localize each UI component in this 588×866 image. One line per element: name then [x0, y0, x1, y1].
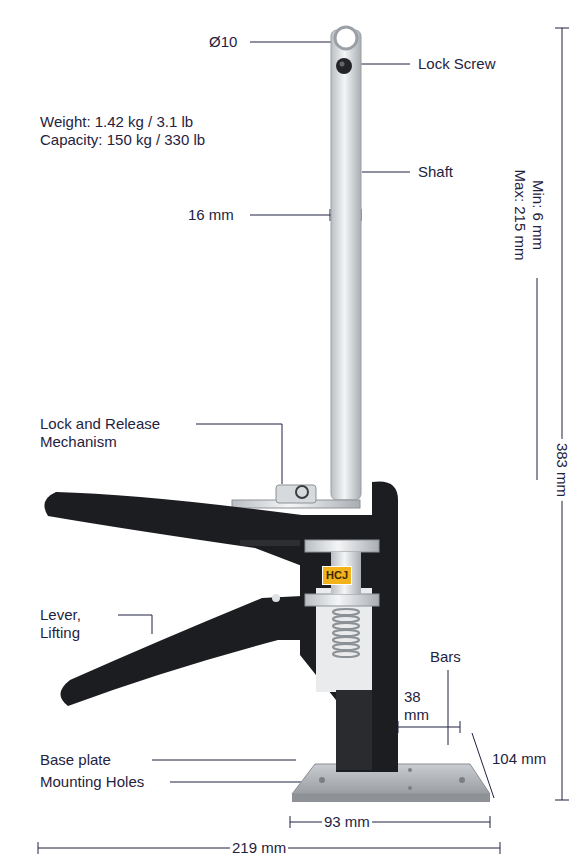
part-label: Lock Screw: [418, 55, 496, 73]
part-label: Mounting Holes: [40, 773, 144, 791]
dimension-label: 104 mm: [490, 750, 548, 768]
part-label: Bars: [430, 648, 461, 666]
part-label: Lock and Release Mechanism: [40, 415, 190, 451]
dimension-label: 38 mm: [404, 688, 444, 724]
dimension-label: 219 mm: [230, 839, 288, 857]
part-label: Lever, Lifting: [40, 606, 120, 642]
part-label: Shaft: [418, 163, 453, 181]
dimension-label: 93 mm: [322, 813, 372, 831]
dimension-label: Ø10: [207, 33, 239, 51]
dimension-label: Min: 6 mm: [529, 176, 547, 254]
dimension-label: 16 mm: [186, 206, 236, 224]
dimension-label: 383 mm: [553, 439, 571, 501]
dimension-label: Max: 215 mm: [511, 166, 529, 265]
spec-label: Capacity: 150 kg / 330 lb: [40, 131, 205, 149]
part-label: Base plate: [40, 751, 111, 769]
spec-label: Weight: 1.42 kg / 3.1 lb: [40, 113, 193, 131]
watermark: HCJ: [322, 566, 352, 585]
